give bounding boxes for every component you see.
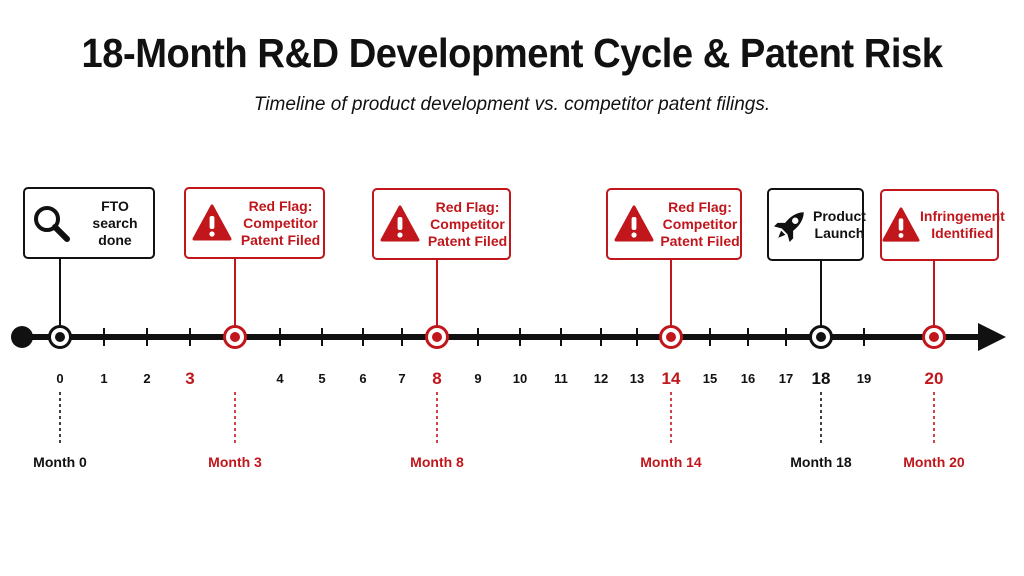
event-marker-dot xyxy=(432,332,442,342)
event-marker-dot xyxy=(816,332,826,342)
tick-label-4: 4 xyxy=(276,371,284,386)
tick-label-0: 0 xyxy=(56,371,64,386)
event-card-month-18: Product Launch xyxy=(767,188,866,261)
tick-label-15: 15 xyxy=(702,371,718,386)
month-label: Month 8 xyxy=(410,454,464,470)
event-marker-dot xyxy=(666,332,676,342)
magnifier-icon xyxy=(25,203,77,243)
month-label: Month 3 xyxy=(208,454,262,470)
event-marker-dot xyxy=(230,332,240,342)
tick-label-7: 7 xyxy=(398,371,406,386)
tick-label-11: 11 xyxy=(554,371,568,386)
tick-label-19: 19 xyxy=(856,371,872,386)
tick-label-14: 14 xyxy=(661,369,681,388)
event-card-month-14: Red Flag: Competitor Patent Filed xyxy=(606,188,742,260)
rocket-icon xyxy=(769,205,813,245)
event-card-month-0: FTO search done xyxy=(23,187,155,259)
tick-label-2: 2 xyxy=(143,371,151,386)
month-label: Month 14 xyxy=(640,454,702,470)
warning-icon xyxy=(374,204,426,244)
page-subtitle: Timeline of product development vs. comp… xyxy=(253,94,771,115)
event-card-text: Red Flag: Competitor Patent Filed xyxy=(240,197,321,248)
event-card-month-3: Red Flag: Competitor Patent Filed xyxy=(184,187,325,259)
tick-label-20: 20 xyxy=(924,369,944,388)
event-marker-dot xyxy=(55,332,65,342)
event-card-text: Infringement Identified xyxy=(920,208,1005,241)
tick-label-18: 18 xyxy=(811,369,831,388)
warning-icon xyxy=(882,205,920,245)
tick-label-12: 12 xyxy=(593,371,609,386)
tick-label-1: 1 xyxy=(100,371,108,386)
tick-label-9: 9 xyxy=(474,371,482,386)
page-title: 18-Month R&D Development Cycle & Patent … xyxy=(81,30,943,76)
event-card-text: Product Launch xyxy=(813,207,866,241)
event-marker-dot xyxy=(929,332,939,342)
tick-label-13: 13 xyxy=(629,371,645,386)
tick-label-10: 10 xyxy=(512,371,528,386)
tick-label-5: 5 xyxy=(318,371,326,386)
month-label: Month 0 xyxy=(33,454,87,470)
event-card-text: Red Flag: Competitor Patent Filed xyxy=(427,198,508,249)
tick-label-3: 3 xyxy=(185,369,195,388)
event-card-month-8: Red Flag: Competitor Patent Filed xyxy=(372,188,511,260)
month-label: Month 20 xyxy=(903,454,965,470)
warning-icon xyxy=(608,204,660,244)
tick-label-8: 8 xyxy=(432,369,442,388)
event-card-text: Red Flag: Competitor Patent Filed xyxy=(660,198,740,249)
event-card-month-20: Infringement Identified xyxy=(880,189,1005,261)
tick-label-17: 17 xyxy=(778,371,794,386)
month-label: Month 18 xyxy=(790,454,852,470)
tick-label-16: 16 xyxy=(740,371,756,386)
axis-arrow-head xyxy=(978,323,1006,351)
tick-label-6: 6 xyxy=(359,371,367,386)
event-card-text: FTO search done xyxy=(92,197,138,248)
axis-start-dot xyxy=(11,326,33,348)
warning-icon xyxy=(186,203,238,243)
